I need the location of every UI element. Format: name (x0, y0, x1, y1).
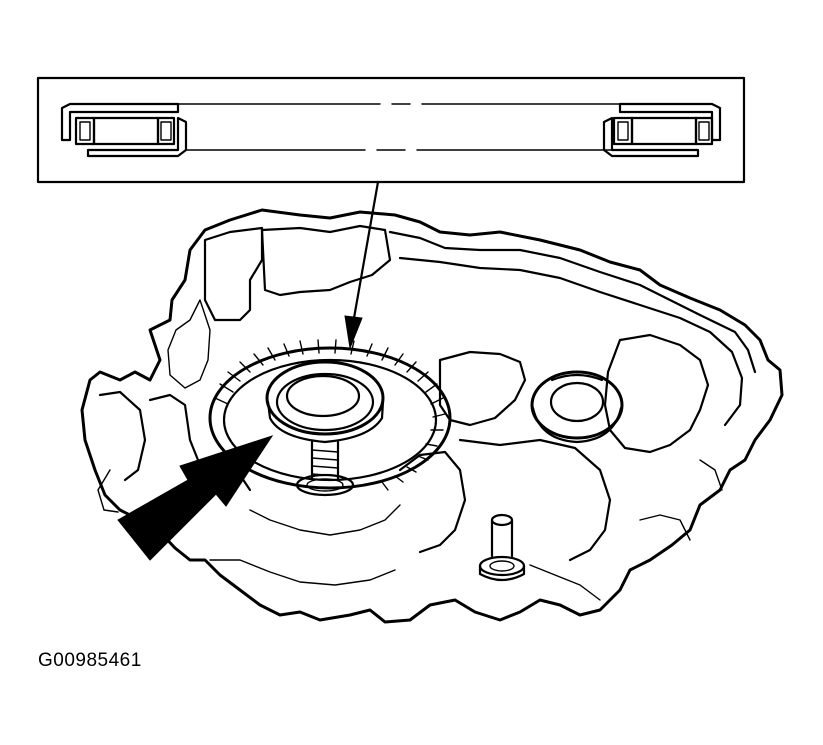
figure-id-label: G00985461 (38, 650, 142, 671)
inset-center-lines (177, 103, 621, 151)
stud-bolt (478, 513, 526, 582)
ring-teeth (214, 339, 446, 491)
inset-right-section (602, 102, 722, 158)
leader-pointer (344, 180, 380, 350)
transaxle-case (80, 208, 784, 624)
inset-left-section (60, 102, 188, 158)
indicator-arrow (117, 435, 274, 561)
bearing-detail-inset (36, 76, 746, 184)
bearing-race-ring (208, 339, 452, 497)
case-bearing-boss (530, 370, 624, 444)
inset-frame (36, 76, 746, 184)
